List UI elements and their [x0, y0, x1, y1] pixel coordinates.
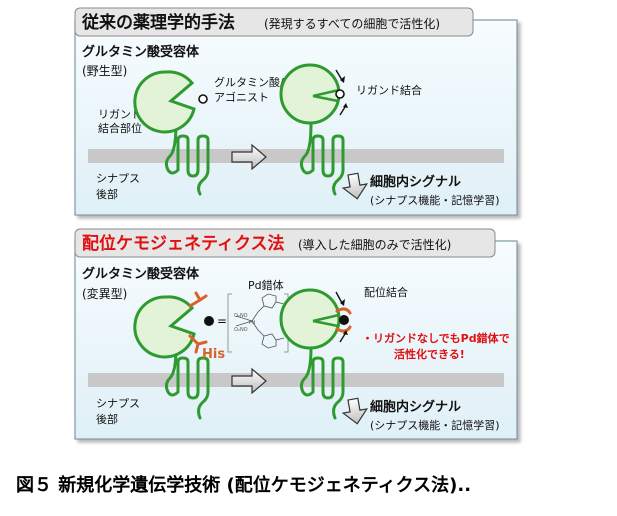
membrane-band — [88, 373, 504, 387]
motion-arrow-bottom — [339, 106, 346, 116]
motion-arrow-top — [335, 69, 343, 81]
membrane-band — [88, 149, 504, 163]
bound-pd-dot — [339, 315, 349, 325]
mutant-receptor-open: His — [133, 291, 225, 420]
ligand-label-line1: グルタミン酸/ — [214, 75, 284, 89]
highlight-line2: 活性化できる! — [394, 347, 465, 361]
receptor-type: (変異型) — [82, 286, 127, 301]
binding-label: 配位結合 — [364, 285, 408, 299]
panel-header-box — [74, 228, 496, 258]
panel-header-note: (導入した細胞のみで活性化) — [298, 238, 451, 252]
site-label-line1: リガンド — [98, 108, 142, 121]
motion-arrowhead-bottom — [343, 103, 348, 108]
receptor-head-open — [133, 70, 196, 134]
panel-header-note: (発現するすべての細胞で活性化) — [264, 17, 440, 31]
his-residue-bottom — [188, 334, 208, 354]
receptor-title: グルタミン酸受容体 — [82, 266, 200, 282]
ligand-label-line2: アゴニスト — [214, 90, 269, 104]
receptor-head-closed — [279, 288, 341, 350]
complex-ligand-glyph: O₂NO — [234, 327, 248, 333]
signal-arrow — [341, 397, 369, 425]
mutant-receptor-closed — [279, 288, 352, 420]
signal-note: (シナプス機能・記憶学習) — [370, 193, 500, 207]
his-coordination — [335, 307, 352, 333]
pd-complex-dot — [204, 316, 214, 326]
panel-header-title: 配位ケモジェネティクス法 — [82, 233, 284, 254]
panel-header-box — [74, 7, 474, 37]
pd-complex: = Pd錯体 O₂NO O₂NO Pd — [204, 278, 289, 353]
binding-label: リガンド結合 — [356, 83, 422, 97]
transition-arrow — [231, 143, 267, 171]
motion-arrow-top — [335, 291, 343, 304]
ligand-icon — [198, 94, 208, 104]
motion-arrow-bottom — [339, 333, 346, 343]
panel-header-title: 従来の薬理学的手法 — [81, 12, 235, 33]
bound-ligand-icon — [335, 89, 345, 99]
motion-arrowhead-top — [340, 76, 345, 83]
closed-cleft — [312, 313, 340, 328]
signal-title: 細胞内シグナル — [370, 399, 461, 415]
figure-caption: 図５ 新規化学遺伝学技術 (配位ケモジェネティクス法).. — [16, 475, 472, 496]
receptor-tail — [299, 346, 345, 420]
receptor-tail — [164, 122, 210, 196]
membrane-label-line2: 後部 — [96, 412, 118, 426]
membrane-label-line2: 後部 — [96, 187, 118, 201]
signal-title: 細胞内シグナル — [370, 174, 461, 190]
complex-metal-glyph: Pd — [249, 320, 255, 326]
his-residue-top — [188, 291, 208, 308]
complex-label: Pd錯体 — [248, 278, 284, 292]
receptor-head-closed — [279, 63, 341, 125]
receptor-closed — [279, 63, 348, 196]
membrane-label-line1: シナプス — [96, 397, 140, 410]
motion-arrowhead-bottom — [343, 330, 348, 335]
signal-arrow — [341, 172, 369, 200]
complex-structure-icon — [235, 293, 285, 349]
signal-note: (シナプス機能・記憶学習) — [370, 418, 500, 432]
complex-ligand-glyph: O₂NO — [234, 313, 248, 319]
his-label: His — [202, 347, 225, 362]
equals-sign: = — [217, 314, 227, 328]
motion-arrowhead-top — [340, 299, 345, 306]
membrane-label-line1: シナプス — [96, 172, 140, 185]
site-label-line2: 結合部位 — [98, 121, 142, 135]
closed-cleft — [312, 88, 340, 103]
receptor-open — [133, 70, 210, 196]
receptor-tail — [299, 122, 345, 196]
receptor-title: グルタミン酸受容体 — [82, 44, 200, 60]
panel-coordination: 配位ケモジェネティクス法 (導入した細胞のみで活性化) グルタミン酸受容体 (変… — [74, 228, 518, 440]
transition-arrow — [231, 367, 267, 395]
receptor-tail — [164, 346, 210, 420]
panel-conventional: 従来の薬理学的手法 (発現するすべての細胞で活性化) グルタミン酸受容体 (野生… — [74, 7, 518, 216]
receptor-type: (野生型) — [82, 64, 127, 78]
highlight-line1: ・リガンドなしでもPd錯体で — [362, 331, 510, 345]
